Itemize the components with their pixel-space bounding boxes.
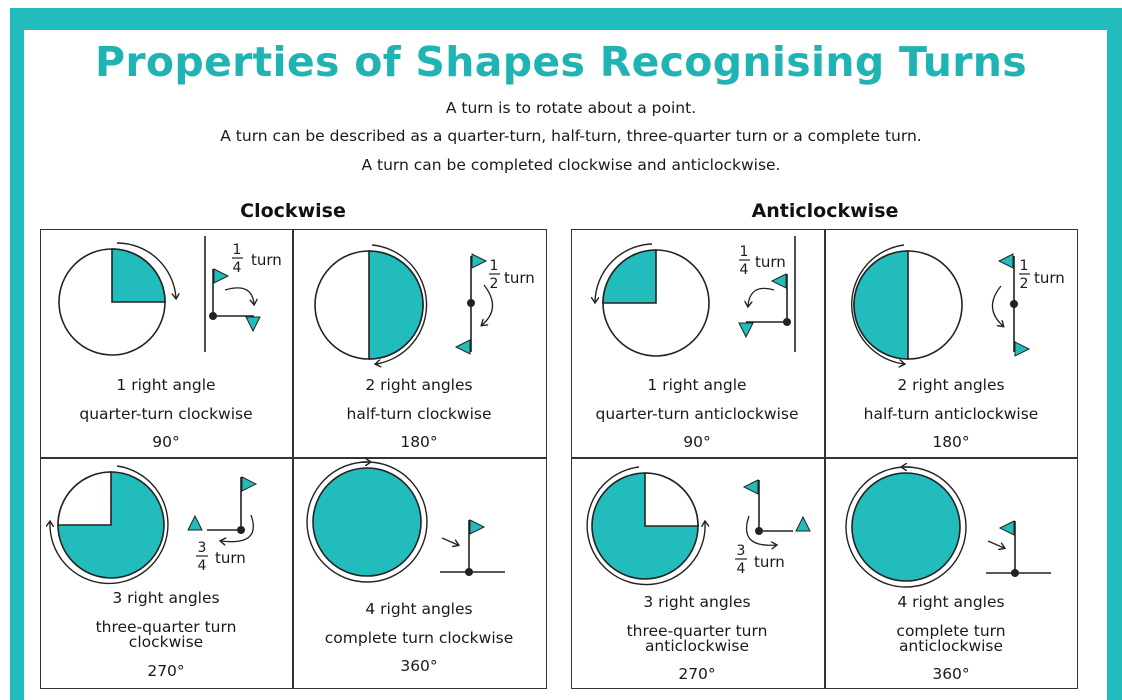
fraction-numerator: 1 [233, 242, 242, 258]
acw-q4-angles: 4 right angles [897, 593, 1005, 611]
acw-quarter-circle [595, 243, 710, 357]
cw-q4-angles: 4 right angles [365, 600, 473, 618]
turn-word: turn [251, 251, 282, 269]
border-top [10, 8, 1122, 30]
cw-half-circle [314, 244, 428, 364]
acw-q4-degrees: 360° [932, 665, 970, 683]
border-right [1107, 8, 1122, 700]
turn-word: turn [215, 549, 246, 567]
anticlockwise-heading: Anticlockwise [751, 200, 899, 222]
acw-q1-degrees: 90° [683, 433, 711, 451]
fraction-denominator: 4 [233, 260, 242, 276]
fraction-denominator: 4 [737, 561, 746, 577]
fraction-numerator: 3 [737, 543, 746, 559]
cw-q3-angles: 3 right angles [112, 589, 220, 607]
acw-q3-angles: 3 right angles [643, 593, 751, 611]
cw-q2-desc: half-turn clockwise [346, 405, 492, 423]
fraction-denominator: 2 [490, 276, 499, 292]
cw-q3-desc-2: clockwise [128, 633, 204, 651]
cw-q3-desc-1: three-quarter turn [95, 618, 237, 636]
acw-q4-desc-2: anticlockwise [898, 637, 1004, 655]
acw-q2-desc: half-turn anticlockwise [863, 405, 1039, 423]
fraction-numerator: 1 [1020, 258, 1029, 274]
acw-q3-degrees: 270° [678, 665, 716, 683]
cw-q2-degrees: 180° [400, 433, 438, 451]
cw-three-quarter-circle [50, 465, 169, 585]
cw-complete-flag-diagram [440, 519, 505, 576]
fraction-denominator: 4 [198, 558, 207, 574]
clockwise-grid [40, 229, 547, 689]
grid-divider [292, 229, 294, 689]
fraction-numerator: 1 [490, 258, 499, 274]
acw-q4-desc-1: complete turn [896, 622, 1006, 640]
grid-divider [571, 457, 1078, 459]
cw-quarter-circle [58, 242, 176, 356]
turn-word: turn [504, 269, 535, 287]
turn-word: turn [755, 253, 786, 271]
cw-three-quarter-flag-diagram: 3 4 turn [187, 476, 258, 574]
acw-half-circle [851, 244, 963, 364]
acw-q1-angles: 1 right angle [647, 376, 747, 394]
acw-q1-desc: quarter-turn anticlockwise [595, 405, 799, 423]
border-left [10, 8, 24, 700]
turn-word: turn [1034, 269, 1065, 287]
fraction-denominator: 2 [1020, 276, 1029, 292]
cw-quarter-flag-diagram: 1 4 turn [204, 236, 282, 352]
intro-line-3: A turn can be completed clockwise and an… [361, 156, 781, 174]
cw-q1-angles: 1 right angle [116, 376, 216, 394]
acw-half-flag-diagram: 1 2 turn [991, 253, 1065, 357]
cw-q1-desc: quarter-turn clockwise [79, 405, 253, 423]
cw-q2-angles: 2 right angles [365, 376, 473, 394]
acw-quarter-flag-diagram: 1 4 turn [738, 236, 796, 352]
acw-three-quarter-circle [586, 466, 705, 586]
acw-complete-flag-diagram [986, 520, 1051, 577]
acw-q3-desc-1: three-quarter turn [626, 622, 768, 640]
cw-q1-degrees: 90° [152, 433, 180, 451]
page-title: Properties of Shapes Recognising Turns [94, 38, 1028, 86]
acw-complete-circle [845, 467, 967, 588]
acw-q3-desc-2: anticlockwise [644, 637, 750, 655]
cw-complete-circle [306, 462, 428, 583]
cw-half-flag-diagram: 1 2 turn [454, 253, 535, 355]
fraction-numerator: 3 [198, 540, 207, 556]
acw-q2-angles: 2 right angles [897, 376, 1005, 394]
intro-line-1: A turn is to rotate about a point. [445, 99, 697, 117]
clockwise-heading: Clockwise [240, 200, 346, 222]
acw-q2-degrees: 180° [932, 433, 970, 451]
intro-line-2: A turn can be described as a quarter-tur… [220, 127, 922, 145]
cw-q4-desc: complete turn clockwise [324, 629, 514, 647]
turn-word: turn [754, 553, 785, 571]
fraction-denominator: 4 [740, 262, 749, 278]
grid-divider [824, 229, 826, 689]
fraction-numerator: 1 [740, 244, 749, 260]
acw-three-quarter-flag-diagram: 3 4 turn [735, 479, 811, 577]
cw-q3-degrees: 270° [147, 662, 185, 680]
grid-divider [40, 457, 547, 459]
cw-q4-degrees: 360° [400, 657, 438, 675]
